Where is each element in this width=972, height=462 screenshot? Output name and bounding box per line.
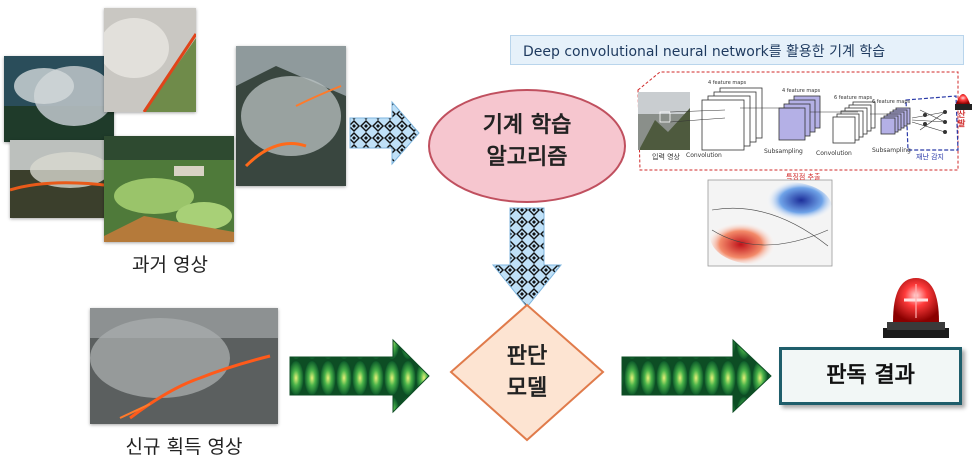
arrow-model-to-result xyxy=(621,338,772,414)
cnn-alarm-text: 산 발 xyxy=(958,110,966,128)
new-image-fire xyxy=(90,308,278,424)
cnn-map-label-4: 6 feature maps xyxy=(872,99,911,105)
ml-algorithm-line2: 알고리즘 xyxy=(486,145,568,170)
past-image-fire-line xyxy=(104,8,196,112)
arrow-new-to-model xyxy=(289,338,430,414)
decision-model-node xyxy=(449,303,605,442)
deep-learning-caption-box: Deep convolutional neural network를 활용한 기… xyxy=(510,35,964,65)
cnn-disaster-label: 재난 감지 xyxy=(916,153,944,161)
ml-algorithm-label: 기계 학습 알고리즘 xyxy=(430,110,624,174)
cnn-input-label: 입력 영상 xyxy=(652,153,680,161)
decision-model-label: 판단 모델 xyxy=(477,341,577,405)
decision-model-line2: 모델 xyxy=(506,376,548,401)
arrow-algorithm-to-model xyxy=(491,207,563,308)
ml-algorithm-line1: 기계 학습 xyxy=(482,113,572,138)
past-images-label: 과거 영상 xyxy=(132,254,208,276)
heatmap-plot xyxy=(707,179,833,267)
cnn-feature-extract-label: 특징점 추출 xyxy=(786,173,821,181)
result-label: 판독 결과 xyxy=(826,363,915,388)
ml-algorithm-node xyxy=(428,89,626,203)
siren-icon xyxy=(883,278,949,338)
result-box: 판독 결과 xyxy=(779,347,962,405)
cnn-map-label-1: 4 feature maps xyxy=(708,80,747,86)
cnn-map-label-3: 6 feature maps xyxy=(834,95,873,101)
past-image-golf-course xyxy=(104,136,234,242)
cnn-diagram xyxy=(637,71,972,171)
decision-model-line1: 판단 xyxy=(506,344,548,369)
past-image-smoke-forest xyxy=(4,56,114,142)
cnn-stage-label-4: Subsampling xyxy=(872,147,911,154)
past-image-burning-hill xyxy=(10,140,112,218)
arrow-past-to-algorithm xyxy=(349,100,420,166)
cnn-map-label-2: 4 feature maps xyxy=(782,88,821,94)
new-images-label: 신규 획득 영상 xyxy=(125,436,243,458)
cnn-stage-label-1: Convolution xyxy=(686,152,722,159)
deep-learning-caption: Deep convolutional neural network를 활용한 기… xyxy=(523,44,886,60)
cnn-stage-label-3: Convolution xyxy=(816,150,852,157)
past-image-mountain-fire xyxy=(236,46,346,186)
cnn-stage-label-2: Subsampling xyxy=(764,148,803,155)
